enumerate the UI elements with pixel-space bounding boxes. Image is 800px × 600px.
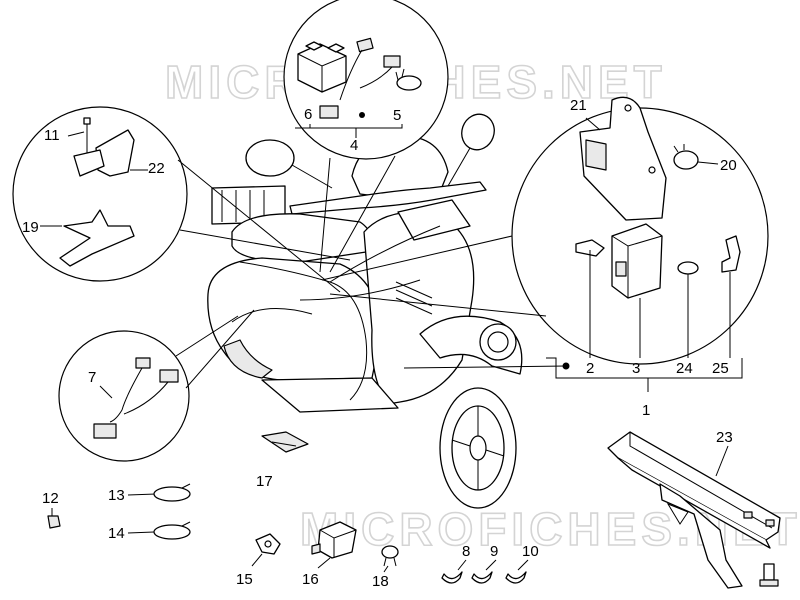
part-label-8[interactable]: 8 xyxy=(462,543,470,560)
part-label-23[interactable]: 23 xyxy=(716,429,733,446)
part-label-11[interactable]: 11 xyxy=(44,127,60,144)
part-label-19[interactable]: 19 xyxy=(22,219,39,236)
part-label-24[interactable]: 24 xyxy=(676,360,693,377)
part-label-20[interactable]: 20 xyxy=(720,157,737,174)
part-13-clamp: 13 xyxy=(108,483,191,504)
part-18-plug: 18 xyxy=(372,545,399,590)
part-15-clip: 15 xyxy=(236,533,281,588)
part-label-17[interactable]: 17 xyxy=(256,473,273,490)
part-label-12[interactable]: 12 xyxy=(42,490,59,507)
part-23-tray-bracket: 23 xyxy=(607,429,781,589)
part-label-6[interactable]: 6 xyxy=(304,106,312,123)
part-label-16[interactable]: 16 xyxy=(302,571,319,588)
parts-8-9-10-clips: 8 9 10 xyxy=(441,543,539,584)
callout-top-relays: 6 5 4 xyxy=(283,0,449,273)
part-label-25[interactable]: 25 xyxy=(712,360,729,377)
part-label-1[interactable]: 1 xyxy=(642,402,650,419)
part-label-14[interactable]: 14 xyxy=(108,525,125,542)
callout-right-electrics: 21 20 2 3 24 25 1 xyxy=(321,96,769,419)
part-label-5[interactable]: 5 xyxy=(393,107,401,124)
part-label-9[interactable]: 9 xyxy=(490,543,498,560)
part-17-pad: 17 xyxy=(256,431,309,490)
part-label-10[interactable]: 10 xyxy=(522,543,539,560)
part-label-7[interactable]: 7 xyxy=(88,369,96,386)
scooter-illustration xyxy=(207,113,523,509)
part-label-21[interactable]: 21 xyxy=(570,97,587,114)
callout-left-wire: 7 xyxy=(58,309,255,462)
part-label-15[interactable]: 15 xyxy=(236,571,253,588)
part-label-22[interactable]: 22 xyxy=(148,160,165,177)
callout-left-brackets: 11 22 19 xyxy=(12,106,351,293)
part-label-13[interactable]: 13 xyxy=(108,487,125,504)
part-label-2[interactable]: 2 xyxy=(586,360,594,377)
part-label-4[interactable]: 4 xyxy=(350,137,358,154)
part-14-clamp: 14 xyxy=(108,521,191,542)
part-label-3[interactable]: 3 xyxy=(632,360,640,377)
part-12-nut: 12 xyxy=(42,490,61,529)
part-label-18[interactable]: 18 xyxy=(372,573,389,590)
part-16-switch: 16 xyxy=(302,521,357,588)
